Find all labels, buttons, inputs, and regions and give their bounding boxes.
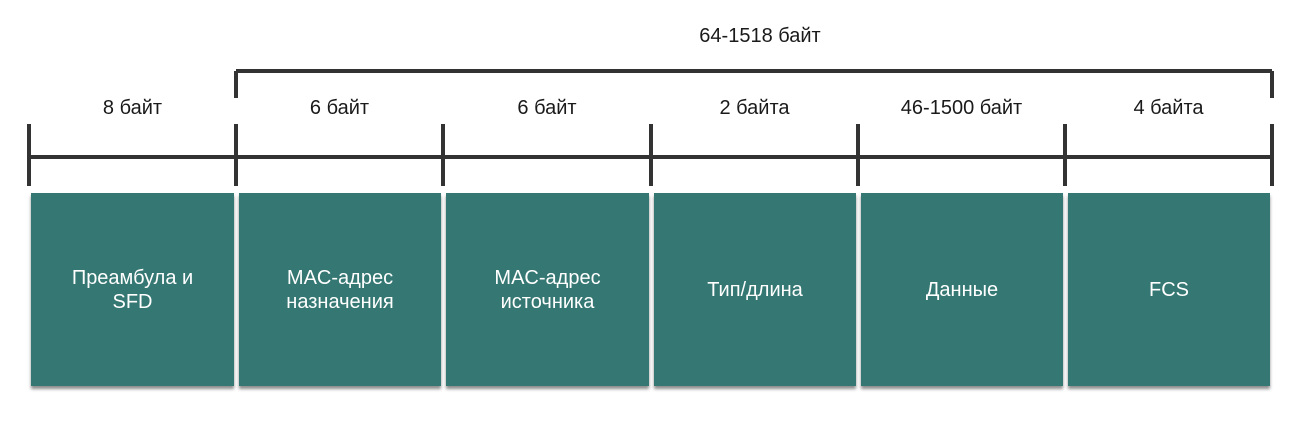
field-size-label: 4 байта bbox=[1133, 97, 1204, 119]
overall-size-label: 64-1518 байт bbox=[699, 25, 821, 47]
field-size-label: 6 байт bbox=[517, 97, 577, 119]
field-name: Данные bbox=[925, 278, 999, 301]
field-data: Данные bbox=[861, 193, 1063, 386]
field-destination-mac: MAC-адрес назначения bbox=[239, 193, 441, 386]
field-size-label: 6 байт bbox=[309, 97, 370, 119]
field-name: MAC-адрес назначения bbox=[286, 266, 394, 313]
field-name: Преамбула и SFD bbox=[71, 266, 194, 313]
field-size-label: 2 байта bbox=[719, 97, 790, 119]
field-name: FCS bbox=[1149, 278, 1189, 301]
field-size-label: 46-1500 байт bbox=[900, 97, 1023, 119]
field-type-length: Тип/длина bbox=[654, 193, 856, 386]
field-name: Тип/длина bbox=[707, 278, 803, 301]
field-fcs: FCS bbox=[1068, 193, 1270, 386]
field-name: MAC-адрес источника bbox=[494, 266, 601, 313]
field-size-label: 8 байт bbox=[102, 97, 163, 119]
field-source-mac: MAC-адрес источника bbox=[446, 193, 649, 386]
field-preamble-sfd: Преамбула и SFD bbox=[31, 193, 234, 386]
